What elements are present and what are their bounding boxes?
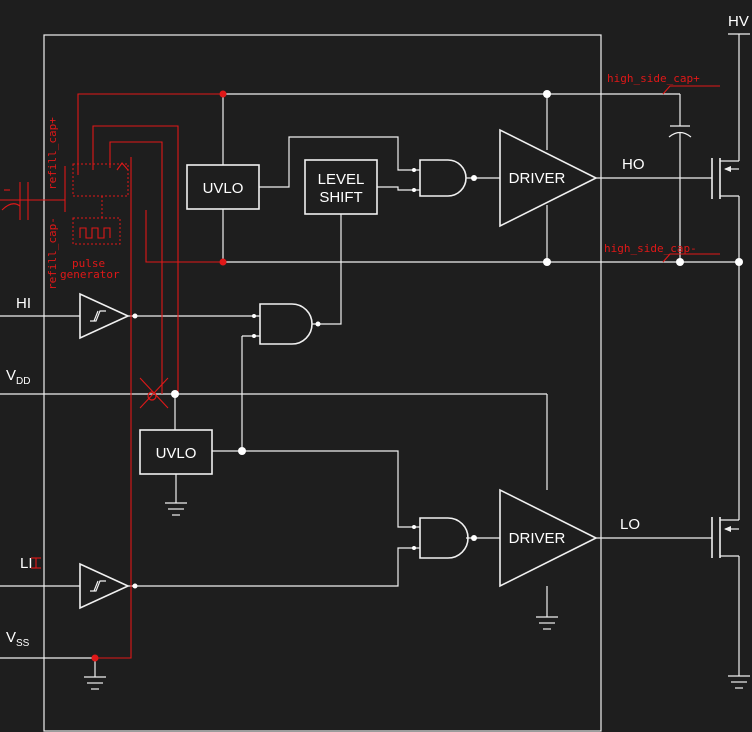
hv-label: HV [728,13,749,30]
refill-cap-plus-label: refill_cap+ [46,117,59,190]
level-shift-to-and [377,186,420,191]
uvlo-high-to-and [259,136,420,188]
driver-low: DRIVER [499,488,598,588]
high-side-rails [222,93,740,263]
and-gate-low [419,517,500,559]
and-gate-hi [259,303,313,345]
level-shift-label-1: LEVEL [318,171,365,188]
schmitt-buffer-li [79,562,130,610]
driver-low-label: DRIVER [509,530,566,547]
uvlo-low-label: UVLO [156,445,197,462]
power-ground-icon [728,675,750,689]
and-gate-high [419,159,500,197]
high-side-cap [668,94,692,262]
refill-cap-minus-label: refill_cap- [46,217,59,290]
uvlo-high-label: UVLO [203,180,244,197]
high-side-cap-plus-leader [662,85,720,95]
vss-ground-icon [84,658,106,690]
level-shift-label-2: SHIFT [319,189,362,206]
uvlo-ground-icon [165,474,187,516]
li-label: LI [20,555,33,572]
and-hi-to-level-shift [310,214,342,325]
vss-label: VSS [6,629,30,649]
driver-high: DRIVER [499,128,598,228]
junction-dots [91,90,743,662]
high-side-cap-minus-leader [662,253,720,263]
pulse-generator-label-2: generator [60,268,120,281]
low-side-transistor [711,517,739,558]
level-shift-block: LEVEL SHIFT [304,159,378,215]
driver-low-ground-icon [536,586,558,630]
vdd-label: VDD [6,367,30,387]
uvlo-high-block: UVLO [186,164,260,210]
high-side-transistor [711,158,739,199]
lo-label: LO [620,516,640,533]
li-to-and-low [128,547,420,587]
uvlo-low-to-and-low [212,450,420,528]
gate-pins [132,168,477,589]
ho-label: HO [622,156,645,173]
schmitt-buffer-hi [79,292,130,340]
hv-rail: HV [728,13,750,676]
driver-high-label: DRIVER [509,170,566,187]
high-side-cap-plus-label: high_side_cap+ [607,72,700,85]
ic-boundary [43,34,602,732]
pulse-generator-label-1: pulse [72,257,105,270]
uvlo-low-block: UVLO [139,429,213,475]
refill-overlay: pulse generator refill_cap- refill_cap+ [0,93,223,659]
high-side-cap-minus-label: high_side_cap- [604,242,697,255]
li-red-marker [31,557,41,569]
hi-label: HI [16,295,31,312]
